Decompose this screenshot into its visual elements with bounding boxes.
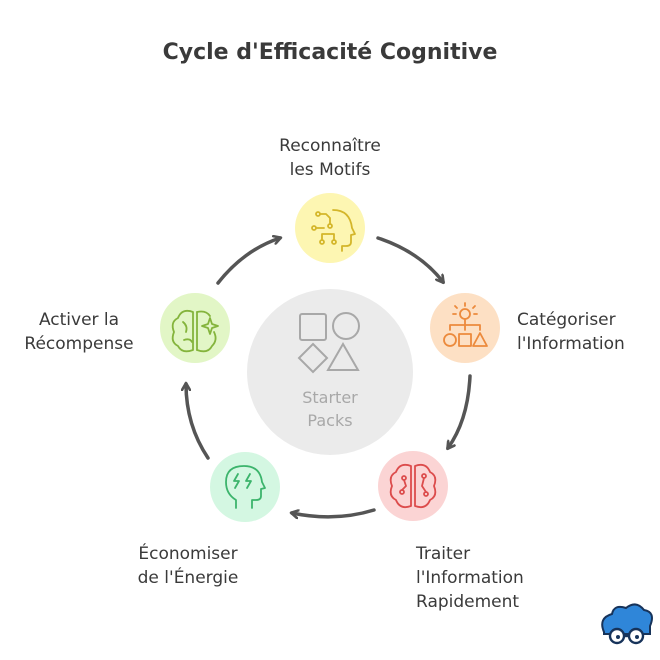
- brain-circuit-icon: [389, 463, 437, 509]
- step-label-3: Traiter l'Information Rapidement: [416, 544, 524, 612]
- step-label-4: Économiser de l'Énergie: [137, 544, 239, 588]
- hierarchy-shapes-icon: [443, 302, 488, 347]
- arrow-4-to-5: [186, 384, 210, 460]
- brain-glasses-logo-icon: [601, 603, 653, 645]
- shapes-icon: [297, 312, 360, 374]
- center-circle: [247, 289, 413, 455]
- step-label-2: Catégoriser l'Information: [517, 310, 625, 354]
- step-circle-5: [160, 293, 230, 363]
- step-circle-3: [378, 451, 448, 521]
- arrow-2-to-3: [448, 374, 472, 448]
- head-pattern-icon: [311, 209, 356, 252]
- step-label-1: Reconnaître les Motifs: [279, 136, 381, 180]
- step-label-5: Activer la Récompense: [24, 310, 134, 354]
- arrow-1-to-2: [376, 236, 443, 282]
- brain-sparkle-icon: [171, 309, 219, 353]
- arrow-3-to-4: [292, 508, 376, 517]
- cycle-arrows: [186, 236, 472, 517]
- diagram-title: Cycle d'Efficacité Cognitive: [162, 40, 498, 65]
- head-energy-icon: [225, 465, 266, 509]
- center-label: Starter Packs: [302, 388, 358, 430]
- step-circle-4: [210, 452, 280, 522]
- arrow-5-to-1: [216, 238, 280, 285]
